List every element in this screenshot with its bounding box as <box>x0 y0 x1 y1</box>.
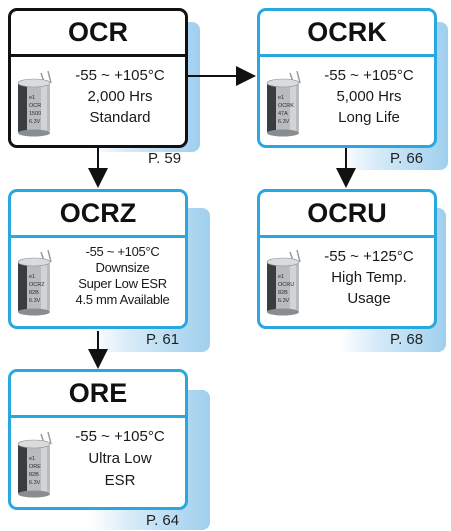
ocrz-capacitor-marking: 82B <box>29 290 39 296</box>
ocrk-capacitor-marking: 6.3V <box>278 119 290 125</box>
ocr-hours: 2,000 Hrs <box>87 88 153 105</box>
ocrk-temp: -55 ~ +105°C <box>324 67 414 84</box>
ocru-capacitor-marking: 6.3V <box>278 298 290 304</box>
ocrz-temp: -55 ~ +105°C <box>85 244 160 259</box>
ocr-capacitor-marking: e1 <box>29 95 35 101</box>
ocr-type: Standard <box>89 109 151 126</box>
ocr-specs: -55 ~ +105°C 2,000 Hrs Standard <box>55 65 185 128</box>
ocr-capacitor-marking: OCR <box>29 103 41 109</box>
ore-specs: -55 ~ +105°C Ultra Low ESR <box>55 426 185 492</box>
ore-capacitor-marking: e1 <box>29 456 35 462</box>
ocrk-specs: -55 ~ +105°C 5,000 Hrs Long Life <box>304 65 434 128</box>
ore-title: ORE <box>11 372 185 418</box>
ocrz-title: OCRZ <box>11 192 185 238</box>
ocrk-hours: 5,000 Hrs <box>336 88 402 105</box>
ocr-title: OCR <box>11 11 185 57</box>
ocru-capacitor-marking: e1 <box>278 274 284 280</box>
ocru-feature-1: High Temp. <box>331 269 407 286</box>
ocru-title: OCRU <box>260 192 434 238</box>
ore-feature-2: ESR <box>104 472 136 489</box>
ocrk-capacitor-marking: 47A <box>278 111 288 117</box>
ocrk-capacitor-marking: OCRK <box>278 103 294 109</box>
ore-feature-1: Ultra Low <box>88 450 152 467</box>
ore-page-ref[interactable]: P. 64 <box>146 512 180 529</box>
ocru-capacitor-marking: 82B <box>278 290 288 296</box>
ocrz-capacitor-marking: 6.3V <box>29 298 41 304</box>
ocrk-title: OCRK <box>260 11 434 57</box>
ocrz-specs: -55 ~ +105°C Downsize Super Low ESR 4.5 … <box>60 244 185 308</box>
ore-temp: -55 ~ +105°C <box>75 428 165 445</box>
ocrz-feature-3: 4.5 mm Available <box>75 292 170 307</box>
ocru-temp: -55 ~ +125°C <box>324 248 414 265</box>
ocru-capacitor-marking: OCRU <box>278 282 294 288</box>
ocru-feature-2: Usage <box>347 290 391 307</box>
ocrz-page-ref[interactable]: P. 61 <box>146 331 180 348</box>
ocrz-capacitor-marking: e1 <box>29 274 35 280</box>
ore-capacitor-marking: 6.3V <box>29 480 41 486</box>
ocr-page-ref[interactable]: P. 59 <box>148 150 182 167</box>
ore-capacitor-marking: 82B <box>29 472 39 478</box>
ore-capacitor-marking: ORE <box>29 464 41 470</box>
ocr-capacitor-marking: 1500 <box>29 111 41 117</box>
ocr-temp: -55 ~ +105°C <box>75 67 165 84</box>
ocrz-feature-2: Super Low ESR <box>78 276 167 291</box>
ocru-specs: -55 ~ +125°C High Temp. Usage <box>304 246 434 309</box>
ocrz-capacitor-marking: OCRZ <box>29 282 45 288</box>
ocru-page-ref[interactable]: P. 68 <box>390 331 424 348</box>
ocrk-capacitor-marking: e1 <box>278 95 284 101</box>
ocrk-type: Long Life <box>338 109 400 126</box>
ocrk-page-ref[interactable]: P. 66 <box>390 150 424 167</box>
ocr-capacitor-marking: 6.3V <box>29 119 41 125</box>
ocrz-feature-1: Downsize <box>95 260 150 275</box>
